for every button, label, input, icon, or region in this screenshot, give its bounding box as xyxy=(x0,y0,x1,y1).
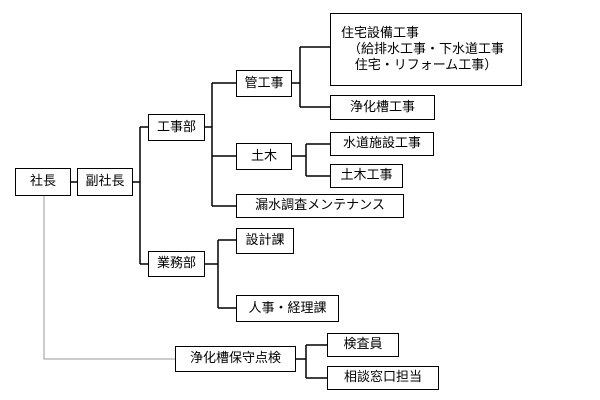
node-pipe-work: 管工事 xyxy=(236,70,292,97)
node-president: 社長 xyxy=(15,168,71,196)
node-hr-accounting: 人事・経理課 xyxy=(236,295,339,322)
node-construction-dept: 工事部 xyxy=(148,114,205,141)
node-housing-equipment-line1: 住宅設備工事 xyxy=(341,25,420,41)
node-septic-inspection: 浄化槽保守点検 xyxy=(175,346,296,372)
node-civil: 土木 xyxy=(236,143,292,170)
connector-line xyxy=(43,196,175,360)
node-vice-president: 副社長 xyxy=(77,168,133,196)
node-housing-equipment-line3: 住宅・リフォーム工事） xyxy=(354,57,498,73)
node-septic-work: 浄化槽工事 xyxy=(330,95,435,120)
node-civil-work: 土木工事 xyxy=(330,164,403,188)
node-inspector: 検査員 xyxy=(327,333,399,357)
node-leak-maintenance: 漏水調査メンテナンス xyxy=(236,194,404,218)
node-housing-equipment-line2: （給排水工事・下水道工事 xyxy=(347,41,504,57)
node-business-dept: 業務部 xyxy=(148,251,205,277)
node-water-facility: 水道施設工事 xyxy=(330,132,434,156)
node-housing-equipment: 住宅設備工事 （給排水工事・下水道工事 住宅・リフォーム工事） xyxy=(330,13,522,86)
node-design: 設計課 xyxy=(236,228,294,254)
node-consultation: 相談窓口担当 xyxy=(327,366,439,390)
